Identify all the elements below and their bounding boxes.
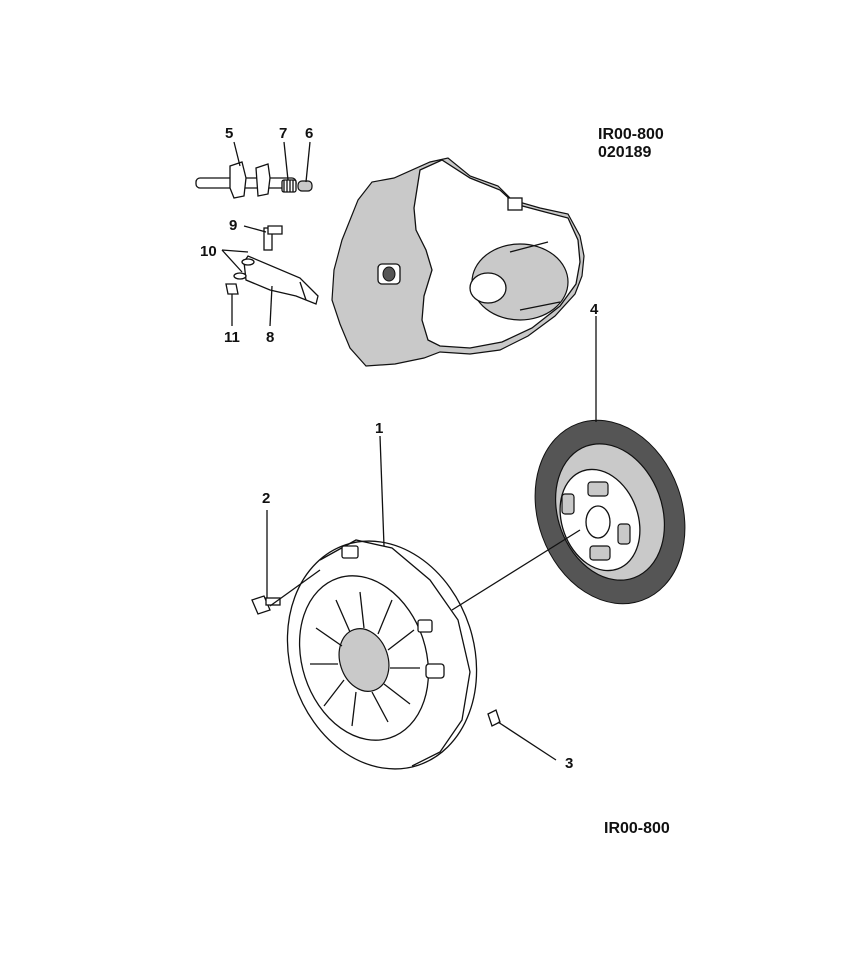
callout-4: 4	[590, 301, 599, 318]
callout-11: 11	[224, 329, 240, 346]
leader-lines	[221, 141, 597, 761]
clutch-cover	[286, 539, 478, 770]
dowel-pin	[487, 709, 501, 727]
diagram-code-top: IR00-800	[598, 126, 664, 143]
callout-6: 6	[305, 125, 313, 142]
release-fork-assembly	[225, 225, 319, 305]
callout-1: 1	[375, 420, 383, 437]
diagram-date: 020189	[598, 144, 651, 161]
callout-3: 3	[565, 755, 573, 772]
callout-9: 9	[229, 217, 237, 234]
callout-5: 5	[225, 125, 233, 142]
callout-7: 7	[279, 125, 287, 142]
clutch-disc	[534, 419, 686, 605]
transmission-housing	[331, 157, 585, 367]
callout-8: 8	[266, 329, 274, 346]
callout-10: 10	[200, 243, 217, 260]
callout-2: 2	[262, 490, 270, 507]
cover-bolt	[251, 595, 281, 615]
diagram-code-bottom: IR00-800	[604, 820, 670, 837]
shift-shaft-assembly	[195, 161, 313, 199]
